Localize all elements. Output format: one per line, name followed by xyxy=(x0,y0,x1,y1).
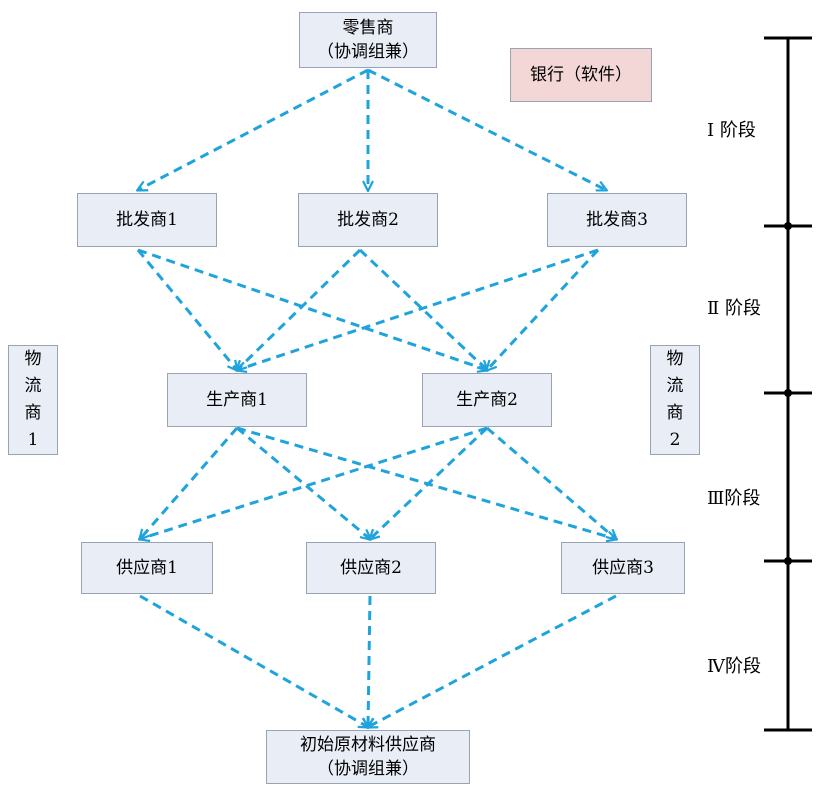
node-raw-supplier: 初始原材料供应商 （协调组兼） xyxy=(266,730,470,784)
node-producer-1-title: 生产商1 xyxy=(206,390,268,410)
node-bank: 银行（软件） xyxy=(510,48,652,102)
stage-label-3: Ⅲ阶段 xyxy=(707,488,761,509)
stage-label-1: Ⅰ 阶段 xyxy=(707,120,756,141)
node-retailer: 零售商 （协调组兼） xyxy=(299,12,437,68)
node-logistics-1-char-1: 物 xyxy=(24,349,42,369)
node-wholesaler-2-title: 批发商2 xyxy=(337,210,399,230)
node-wholesaler-2: 批发商2 xyxy=(298,193,438,247)
timeline-dot-3 xyxy=(784,557,792,565)
arrow-producer-2-to-supplier-1 xyxy=(140,426,488,539)
arrow-supplier-3-to-raw-supplier xyxy=(368,594,617,727)
arrow-wholesaler-3-to-producer-1 xyxy=(237,248,599,370)
node-supplier-2-title: 供应商2 xyxy=(340,558,402,578)
arrow-wholesaler-3-to-producer-2 xyxy=(487,248,600,370)
node-retailer-title: 零售商 xyxy=(342,18,394,38)
arrow-producer-1-to-supplier-1 xyxy=(140,427,239,539)
node-logistics-2-char-1: 物 xyxy=(666,349,684,369)
arrow-producer-2-to-supplier-2 xyxy=(370,426,489,539)
node-supplier-2: 供应商2 xyxy=(306,542,436,594)
node-supplier-3: 供应商3 xyxy=(561,542,685,594)
node-logistics-1-char-2: 流 xyxy=(24,376,42,396)
node-wholesaler-1-title: 批发商1 xyxy=(116,210,178,230)
node-logistics-1-char-4: 1 xyxy=(27,430,39,450)
node-logistics-1-char-3: 商 xyxy=(24,403,42,423)
stage-label-2: Ⅱ 阶段 xyxy=(707,298,761,319)
arrow-producer-2-to-supplier-3 xyxy=(486,426,616,539)
node-logistics-1: 物 流 商 1 xyxy=(8,345,58,455)
node-producer-1: 生产商1 xyxy=(167,373,307,427)
node-producer-2-title: 生产商2 xyxy=(456,390,518,410)
node-raw-supplier-title: 初始原材料供应商 xyxy=(300,735,436,755)
arrow-supplier-2-to-raw-supplier xyxy=(368,595,370,727)
arrow-retailer-to-wholesaler-1 xyxy=(138,68,369,190)
timeline-dot-2 xyxy=(784,389,792,397)
node-retailer-subtitle: （协调组兼） xyxy=(317,42,419,62)
arrow-wholesaler-2-to-producer-1 xyxy=(237,248,362,370)
node-wholesaler-1: 批发商1 xyxy=(77,193,217,247)
node-raw-supplier-subtitle: （协调组兼） xyxy=(317,759,419,779)
node-supplier-1-title: 供应商1 xyxy=(116,558,178,578)
node-wholesaler-3-title: 批发商3 xyxy=(586,210,648,230)
node-logistics-2-char-2: 流 xyxy=(666,376,684,396)
node-logistics-2: 物 流 商 2 xyxy=(650,345,700,455)
node-producer-2: 生产商2 xyxy=(422,373,552,427)
arrow-wholesaler-1-to-producer-2 xyxy=(137,248,487,370)
node-logistics-2-char-4: 2 xyxy=(669,430,681,450)
timeline-dot-1 xyxy=(784,222,792,230)
node-wholesaler-3: 批发商3 xyxy=(547,193,687,247)
stage-label-4: Ⅳ阶段 xyxy=(707,656,761,677)
node-supplier-1: 供应商1 xyxy=(81,542,213,594)
arrow-wholesaler-1-to-producer-1 xyxy=(136,249,237,370)
node-logistics-2-char-3: 商 xyxy=(666,403,684,423)
node-bank-title: 银行（软件） xyxy=(530,65,632,85)
node-supplier-3-title: 供应商3 xyxy=(592,558,654,578)
